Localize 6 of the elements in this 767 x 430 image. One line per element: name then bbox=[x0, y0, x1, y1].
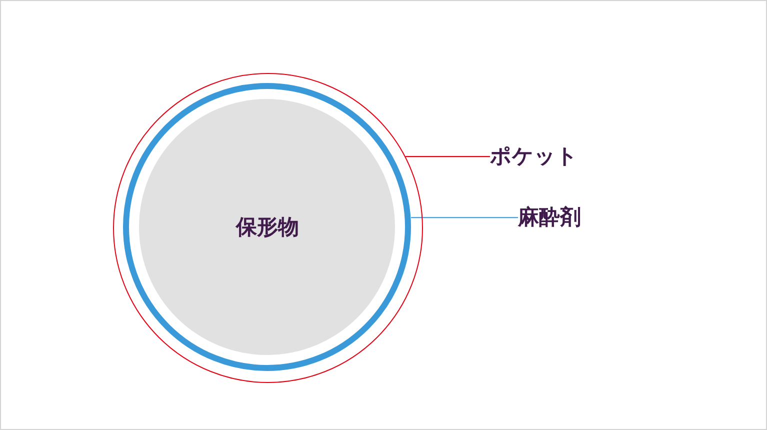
leader-line bbox=[411, 216, 518, 218]
filled-disc bbox=[139, 99, 396, 356]
disc-label: 保形物 bbox=[236, 216, 299, 239]
callout-label: 麻酔剤 bbox=[518, 206, 581, 230]
callout-label: ポケット bbox=[490, 145, 578, 168]
leader-line bbox=[406, 156, 490, 158]
